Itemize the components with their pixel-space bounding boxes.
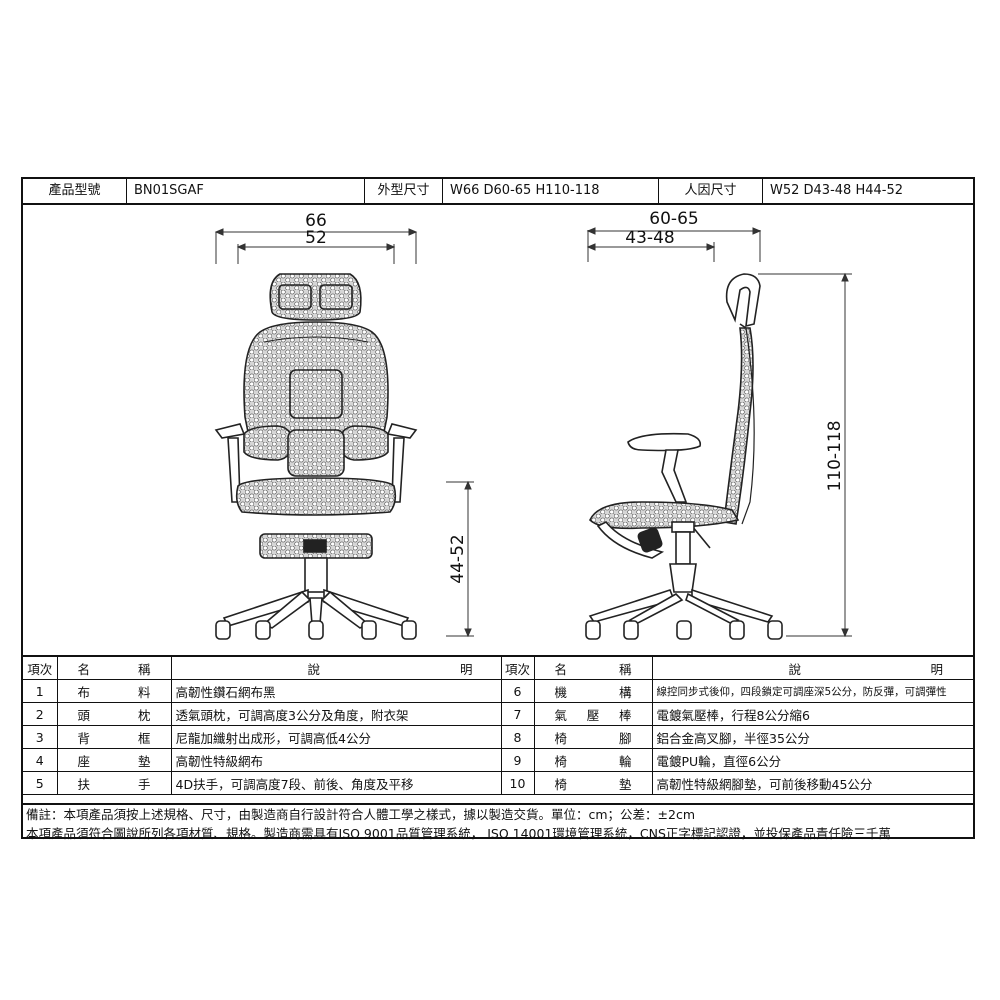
row-name: 布料 (56, 679, 172, 703)
table-row: 5 扶手 4D扶手，可調高度7段、前後、角度及平移 10 椅墊 高韌性特級網腳墊… (23, 771, 973, 795)
row-name-char: 座 (77, 753, 91, 769)
front-view-chair (214, 273, 418, 640)
dim-side-seat-depth: 43-48 (625, 228, 674, 248)
col-header-desc-2: 說明 (651, 657, 973, 680)
row-name: 扶手 (56, 771, 172, 795)
row-name-char: 構 (618, 684, 632, 700)
row-name-char: 手 (137, 776, 151, 792)
chair-drawing-area: 66 52 44-52 (23, 203, 973, 655)
row-no: 3 (23, 725, 58, 749)
row-desc: 4D扶手，可調高度7段、前後、角度及平移 (170, 771, 502, 795)
row-name-char: 背 (77, 730, 91, 746)
dim-side-overall-height: 110-118 (825, 420, 845, 491)
row-no: 10 (500, 771, 535, 795)
row-no: 4 (23, 748, 58, 772)
side-backrest (723, 327, 754, 525)
ergo-size-label: 人因尺寸 (659, 179, 763, 203)
row-name-char: 棒 (618, 707, 632, 723)
row-name-char: 布 (77, 684, 91, 700)
spec-table: 項次 名稱 說明 項次 名稱 說明 1 布料 高韌性鑽石網布黑 6 機構 線控同… (23, 655, 973, 795)
row-name-char: 腳 (618, 730, 632, 746)
col-header-desc-a-2: 說 (788, 661, 802, 677)
note-line-2: 本項產品須符合圖說所列各項材質、規格。製造商需具有ISO 9001品質管理系統，… (26, 826, 891, 841)
ergo-size-value: W52 D43-48 H44-52 (770, 183, 903, 198)
model-value: BN01SGAF (127, 179, 365, 203)
row-desc: 鋁合金高叉腳，半徑35公分 (651, 725, 973, 749)
row-desc: 線控同步式後仰，四段鎖定可調座深5公分，防反彈，可調彈性 (651, 679, 973, 703)
col-header-name-b-2: 稱 (618, 661, 632, 677)
row-name: 頭枕 (56, 702, 172, 726)
spec-header-row: 產品型號 BN01SGAF 外型尺寸 W66 D60-65 H110-118 人… (23, 179, 973, 205)
row-name-char: 墊 (618, 776, 632, 792)
row-no: 7 (500, 702, 535, 726)
row-name-char: 椅 (554, 776, 568, 792)
chair-drawings: 66 52 44-52 (214, 209, 852, 640)
side-seat (589, 501, 740, 530)
outer-size-value: W66 D60-65 H110-118 (443, 179, 659, 203)
row-name: 椅墊 (533, 771, 653, 795)
row-desc: 高韌性特級網布 (170, 748, 502, 772)
dim-front-overall-width: 66 (305, 211, 327, 231)
row-no: 6 (500, 679, 535, 703)
model-label: 產品型號 (23, 179, 127, 203)
spec-table-header-row: 項次 名稱 說明 項次 名稱 說明 (23, 657, 973, 680)
row-name-char: 氣 (554, 707, 568, 723)
col-header-name-a-2: 名 (554, 661, 568, 677)
table-row: 2 頭枕 透氣頭枕，可調高度3公分及角度，附衣架 7 氣壓棒 電鍍氣壓棒，行程8… (23, 702, 973, 726)
col-header-name: 名稱 (56, 657, 172, 680)
note-line-1: 備註：本項產品須按上述規格、尺寸，由製造商自行設計符合人體工學之樣式，據以製造交… (26, 807, 696, 822)
row-desc: 透氣頭枕，可調高度3公分及角度，附衣架 (170, 702, 502, 726)
row-desc: 高韌性特級網腳墊，可前後移動45公分 (651, 771, 973, 795)
row-name-char: 枕 (137, 707, 151, 723)
dim-front-seat-height: 44-52 (448, 534, 468, 583)
row-desc: 電鍍PU輪，直徑6公分 (651, 748, 973, 772)
row-no: 2 (23, 702, 58, 726)
row-name-char: 機 (554, 684, 568, 700)
row-name-char: 輪 (618, 753, 632, 769)
row-desc: 電鍍氣壓棒，行程8公分縮6 (651, 702, 973, 726)
col-header-desc-b-2: 明 (930, 661, 943, 677)
table-row: 4 座墊 高韌性特級網布 9 椅輪 電鍍PU輪，直徑6公分 (23, 748, 973, 772)
row-name: 椅輪 (533, 748, 653, 772)
row-name-char: 椅 (554, 730, 568, 746)
col-header-desc-a: 說 (307, 661, 321, 677)
col-header-no: 項次 (23, 657, 58, 680)
col-header-desc-b: 明 (459, 661, 473, 677)
side-headrest (725, 273, 761, 328)
row-desc: 尼龍加纖射出成形，可調高低4公分 (170, 725, 502, 749)
row-name: 椅腳 (533, 725, 653, 749)
row-name-char: 料 (137, 684, 151, 700)
table-row: 1 布料 高韌性鑽石網布黑 6 機構 線控同步式後仰，四段鎖定可調座深5公分，防… (23, 679, 973, 703)
outer-size-label: 外型尺寸 (365, 179, 443, 203)
row-name-char: 壓 (586, 707, 600, 723)
side-view-chair (585, 273, 783, 640)
col-header-name-a: 名 (77, 661, 91, 677)
notes-section: 備註：本項產品須按上述規格、尺寸，由製造商自行設計符合人體工學之樣式，據以製造交… (23, 803, 973, 843)
spec-sheet: 產品型號 BN01SGAF 外型尺寸 W66 D60-65 H110-118 人… (21, 177, 975, 841)
dim-side-overall-depth: 60-65 (649, 209, 698, 229)
row-no: 5 (23, 771, 58, 795)
row-name-char: 墊 (137, 753, 151, 769)
row-no: 1 (23, 679, 58, 703)
row-name: 背框 (56, 725, 172, 749)
row-no: 9 (500, 748, 535, 772)
row-no: 8 (500, 725, 535, 749)
row-name: 氣壓棒 (533, 702, 653, 726)
col-header-desc: 說明 (170, 657, 502, 680)
col-header-name-b: 稱 (137, 661, 151, 677)
row-name-char: 椅 (554, 753, 568, 769)
table-row: 3 背框 尼龍加纖射出成形，可調高低4公分 8 椅腳 鋁合金高叉腳，半徑35公分 (23, 725, 973, 749)
row-name: 機構 (533, 679, 653, 703)
row-name-char: 框 (137, 730, 151, 746)
row-name: 座墊 (56, 748, 172, 772)
front-seat (235, 477, 397, 516)
col-header-name-2: 名稱 (533, 657, 653, 680)
row-desc: 高韌性鑽石網布黑 (170, 679, 502, 703)
dim-front-seat-width: 52 (305, 228, 327, 248)
row-name-char: 扶 (77, 776, 91, 792)
row-name-char: 頭 (77, 707, 91, 723)
col-header-no-2: 項次 (500, 657, 535, 680)
